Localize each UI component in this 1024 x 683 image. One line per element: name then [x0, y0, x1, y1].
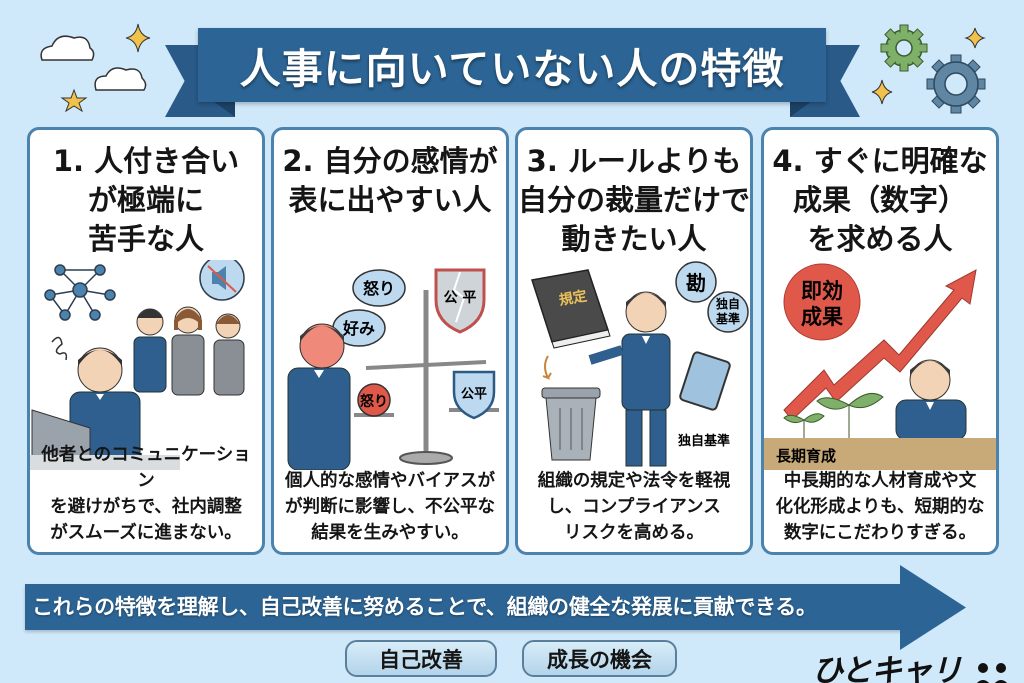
page-title: 人事に向いていない人の特徴: [239, 45, 785, 93]
svg-text:怒り: 怒り: [360, 393, 388, 410]
logo-text: ひとキャリ: [812, 653, 962, 683]
frustration-scribble-icon: [51, 336, 68, 361]
brand-logo: ひとキャリ: [812, 645, 1011, 683]
sparkle-icon: [871, 79, 893, 105]
rulebook-icon: 規定: [531, 269, 611, 349]
decoration-clouds-stars: [40, 23, 151, 113]
summary-text: これらの特徴を理解し、自己改善に努めることで、組織の健全な発展に貢献できる。: [32, 595, 817, 619]
card-2: 2. 自分の感情が 表に出やすい人 怒り 好み 公 平: [271, 127, 509, 555]
card-description: 組織の規定や法令を軽視 し、コンプライアンス リスクを高める。: [537, 471, 731, 543]
card-title: 2. 自分の感情が 表に出やすい人: [282, 144, 498, 217]
card-description: 中長期的な人材育成や文 化化形成よりも、短期的な 数字にこだわりすぎる。: [775, 471, 985, 543]
sprout-icon: [783, 392, 884, 438]
tablet-caption: 独自基準: [678, 433, 730, 449]
card-title: 4. すぐに明確な 成果（数字） を求める人: [772, 144, 988, 256]
svg-text:成果: 成果: [801, 305, 843, 329]
card-illustration: 怒り 好み 公 平 怒り 公平: [287, 268, 499, 470]
card-title: 3. ルールよりも 自分の裁量だけで 動きたい人: [518, 144, 751, 256]
card-4: 4. すぐに明確な 成果（数字） を求める人 即効 成果 長期育成 中長期的な人…: [761, 127, 999, 555]
angry-person: [287, 323, 351, 470]
card-illustration: [30, 260, 245, 470]
title-banner: 人事に向いていない人の特徴: [198, 28, 826, 102]
balance-scale-icon: [354, 290, 499, 465]
star-icon: [60, 88, 88, 113]
card-illustration: 即効 成果 長期育成: [764, 263, 996, 470]
card-description: 個人的な感情やバイアスが が判断に影響し、不公平な 結果を生みやすい。: [285, 471, 495, 543]
svg-text:即効: 即効: [801, 279, 843, 303]
people-icon: [976, 662, 1008, 683]
preference-speech-bubble: 好み: [332, 309, 386, 347]
muted-speaker-icon: [199, 260, 245, 301]
svg-text:規定: 規定: [558, 287, 589, 309]
fairness-shield-icon: 公平: [452, 370, 496, 420]
own-standard-bubble: 独自 基準: [707, 291, 749, 333]
card-description: 他者とのコミュニケーション を避けがちで、社内調整 がスムーズに進まない。: [41, 445, 251, 543]
ground-label: 長期育成: [776, 447, 836, 465]
cloud-icon: [40, 35, 147, 91]
tablet-icon: [679, 351, 731, 411]
trash-can-icon: [541, 387, 601, 461]
svg-text:公 平: 公 平: [444, 290, 477, 306]
card-3: 3. ルールよりも 自分の裁量だけで 動きたい人 規定 勘 独自 基準: [515, 127, 753, 555]
anger-speech-bubble: 怒り: [352, 269, 406, 307]
sparkle-icon: [125, 23, 151, 53]
pill-growth-opportunity: 成長の機会: [522, 640, 677, 677]
gear-icon: [926, 54, 986, 114]
anger-weight: 怒り: [357, 383, 391, 417]
svg-text:公平: 公平: [461, 387, 487, 402]
down-arrow-icon: [542, 355, 552, 380]
svg-text:独自: 独自: [715, 296, 740, 311]
thinking-person: [895, 359, 967, 441]
card-illustration: 規定 勘 独自 基準 独自基準: [531, 261, 749, 467]
svg-text:勘: 勘: [686, 271, 706, 295]
bubble-label-anger: 怒り: [363, 279, 395, 298]
svg-text:基準: 基準: [715, 311, 740, 326]
colleagues-group: [133, 306, 245, 396]
quick-results-badge: 即効 成果: [783, 263, 861, 341]
pill-self-improvement: 自己改善: [345, 640, 497, 677]
decoration-gears-stars: [871, 24, 986, 114]
person-at-laptop: [30, 347, 180, 470]
card-1: 1. 人付き合い が極端に 苦手な人: [27, 127, 265, 555]
ground-bar: [764, 438, 996, 470]
card-title: 1. 人付き合い が極端に 苦手な人: [52, 144, 240, 256]
summary-arrow: [25, 584, 920, 630]
intuition-bubble: 勘: [675, 261, 717, 303]
person-standing: [588, 291, 671, 467]
broken-shield-icon: 公 平: [434, 268, 486, 334]
bubble-label-preference: 好み: [342, 319, 375, 338]
upward-trend-arrow-icon: [783, 269, 977, 421]
network-icon: [44, 264, 116, 321]
gear-icon: [880, 24, 928, 72]
sparkle-icon: [964, 27, 986, 49]
